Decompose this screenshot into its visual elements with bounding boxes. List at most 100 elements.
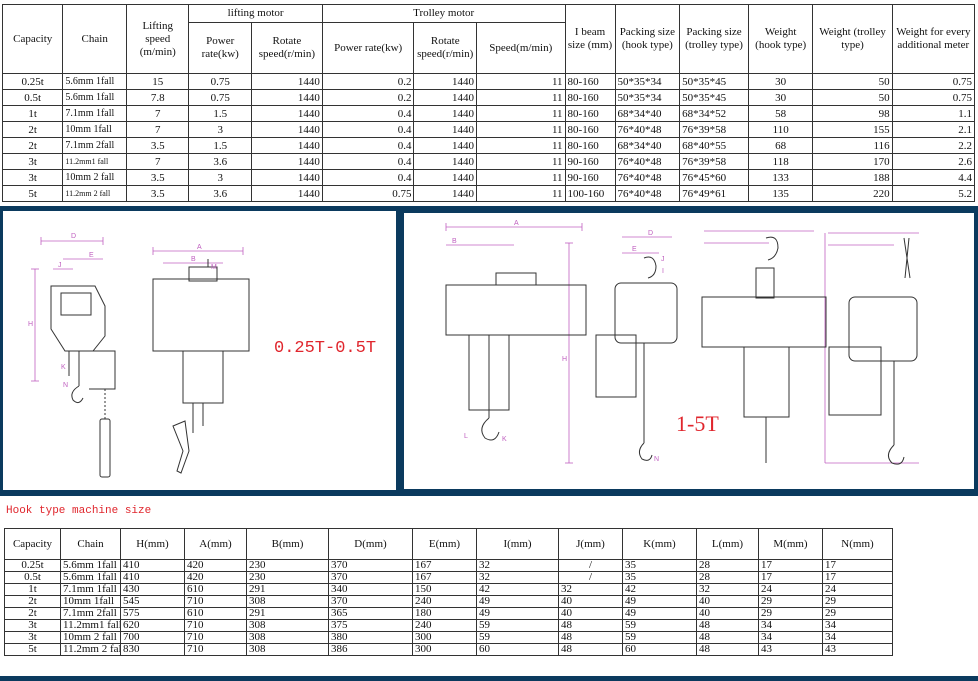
- large-hoist-capacity-label: 1-5T: [676, 411, 719, 436]
- hook-size-cell: 410: [120, 559, 185, 572]
- spec-cell-w-hook: 110: [747, 121, 814, 138]
- hook-size-cell: 240: [412, 595, 477, 608]
- hook-size-cell: 700: [120, 631, 185, 644]
- hook-size-cell: 59: [476, 619, 559, 632]
- hook-size-cell: 375: [328, 619, 413, 632]
- spec-cell-t-speed: 11: [475, 105, 566, 122]
- hook-size-cell: 370: [328, 571, 413, 584]
- spec-cell-t-speed: 11: [475, 169, 566, 186]
- spec-cell-w-extra: 2.6: [891, 153, 976, 170]
- spec-cell-t-power: 0.4: [321, 105, 415, 122]
- header-capacity: Capacity: [1, 4, 64, 74]
- dim-letter-n-large: N: [654, 456, 659, 463]
- hook-size-cell: 28: [696, 571, 759, 584]
- spec-cell-w-trolley: 155: [812, 121, 893, 138]
- hook-size-cell: 291: [246, 583, 329, 596]
- spec-cell-power: 3.6: [188, 153, 252, 170]
- hook-size-cell: 11.2mm 2 fall: [60, 643, 121, 656]
- spec-cell-w-hook: 30: [747, 89, 814, 106]
- spec-cell-ibeam: 80-160: [564, 137, 616, 154]
- diagram-panel-large: A B H D E L K N J I 1-5T: [404, 213, 974, 489]
- spec-cell-speed: 15: [125, 73, 190, 90]
- hook-size-cell: 340: [328, 583, 413, 596]
- spec-cell-speed: 7: [125, 153, 190, 170]
- hook-size-cell: 43: [758, 643, 823, 656]
- spec-cell-t-speed: 11: [475, 137, 566, 154]
- hook-size-cell: 365: [328, 607, 413, 620]
- small-hoist-drawing: D E J H K N A B M: [28, 233, 250, 478]
- spec-cell-pack-trolley: 50*35*45: [679, 73, 749, 90]
- hook-size-cell: 49: [622, 607, 697, 620]
- spec-cell-t-rotate: 1440: [413, 89, 477, 106]
- spec-cell-power: 1.5: [188, 137, 252, 154]
- hook-size-cell: 34: [758, 619, 823, 632]
- hook-size-cell: 710: [184, 643, 247, 656]
- spec-cell-pack-hook: 68*34*40: [614, 105, 681, 122]
- hook-size-cell: 40: [696, 607, 759, 620]
- spec-cell-pack-hook: 76*40*48: [614, 169, 681, 186]
- header-trolley-power: Power rate(kw): [321, 22, 415, 74]
- hook-size-cell: 42: [476, 583, 559, 596]
- spec-cell-w-trolley: 50: [812, 89, 893, 106]
- hook-header-cell: J(mm): [558, 528, 623, 560]
- spec-cell-w-extra: 5.2: [891, 185, 976, 202]
- hook-size-cell: 10mm 1fall: [60, 595, 121, 608]
- hook-header-cell: N(mm): [822, 528, 893, 560]
- dim-letter-j: J: [58, 262, 62, 269]
- dim-letter-k: K: [61, 364, 66, 371]
- hook-size-cell: 48: [558, 619, 623, 632]
- hook-size-cell: 34: [822, 631, 893, 644]
- spec-cell-ibeam: 100-160: [564, 185, 616, 202]
- spec-cell-pack-trolley: 50*35*45: [679, 89, 749, 106]
- hook-size-cell: 2t: [4, 607, 61, 620]
- spec-cell-power: 0.75: [188, 89, 252, 106]
- hook-header-cell: Chain: [60, 528, 121, 560]
- hook-size-cell: 710: [184, 631, 247, 644]
- hook-size-cell: 308: [246, 619, 329, 632]
- spec-cell-w-hook: 133: [747, 169, 814, 186]
- hook-size-cell: 42: [622, 583, 697, 596]
- spec-cell-w-extra: 4.4: [891, 169, 976, 186]
- hook-size-cell: 308: [246, 595, 329, 608]
- hook-size-cell: 300: [412, 631, 477, 644]
- spec-cell-t-speed: 11: [475, 121, 566, 138]
- spec-cell-capacity: 1t: [1, 105, 64, 122]
- hook-size-cell: 32: [696, 583, 759, 596]
- spec-cell-power: 3: [188, 169, 252, 186]
- hook-size-cell: 49: [476, 595, 559, 608]
- hook-header-cell: K(mm): [622, 528, 697, 560]
- header-chain: Chain: [62, 4, 127, 74]
- spec-cell-capacity: 5t: [1, 185, 64, 202]
- spec-cell-w-hook: 118: [747, 153, 814, 170]
- small-hoist-capacity-label: 0.25T-0.5T: [274, 339, 377, 358]
- spec-cell-t-rotate: 1440: [413, 137, 477, 154]
- dim-letter-i-large: I: [662, 268, 664, 275]
- hook-size-cell: 180: [412, 607, 477, 620]
- spec-cell-t-power: 0.4: [321, 137, 415, 154]
- hook-size-cell: 60: [476, 643, 559, 656]
- spec-cell-pack-trolley: 76*39*58: [679, 153, 749, 170]
- spec-cell-speed: 7: [125, 121, 190, 138]
- hook-size-cell: 29: [758, 607, 823, 620]
- header-power-rate: Power rate(kw): [188, 22, 252, 74]
- hook-header-cell: E(mm): [412, 528, 477, 560]
- spec-cell-pack-trolley: 68*34*52: [679, 105, 749, 122]
- spec-cell-ibeam: 90-160: [564, 169, 616, 186]
- dim-letter-h-large: H: [562, 356, 567, 363]
- spec-cell-w-extra: 0.75: [891, 89, 976, 106]
- hook-size-cell: 17: [758, 559, 823, 572]
- spec-cell-speed: 7: [125, 105, 190, 122]
- hook-size-cell: 420: [184, 559, 247, 572]
- hook-size-cell: 230: [246, 571, 329, 584]
- spec-cell-capacity: 2t: [1, 121, 64, 138]
- spec-cell-ibeam: 90-160: [564, 153, 616, 170]
